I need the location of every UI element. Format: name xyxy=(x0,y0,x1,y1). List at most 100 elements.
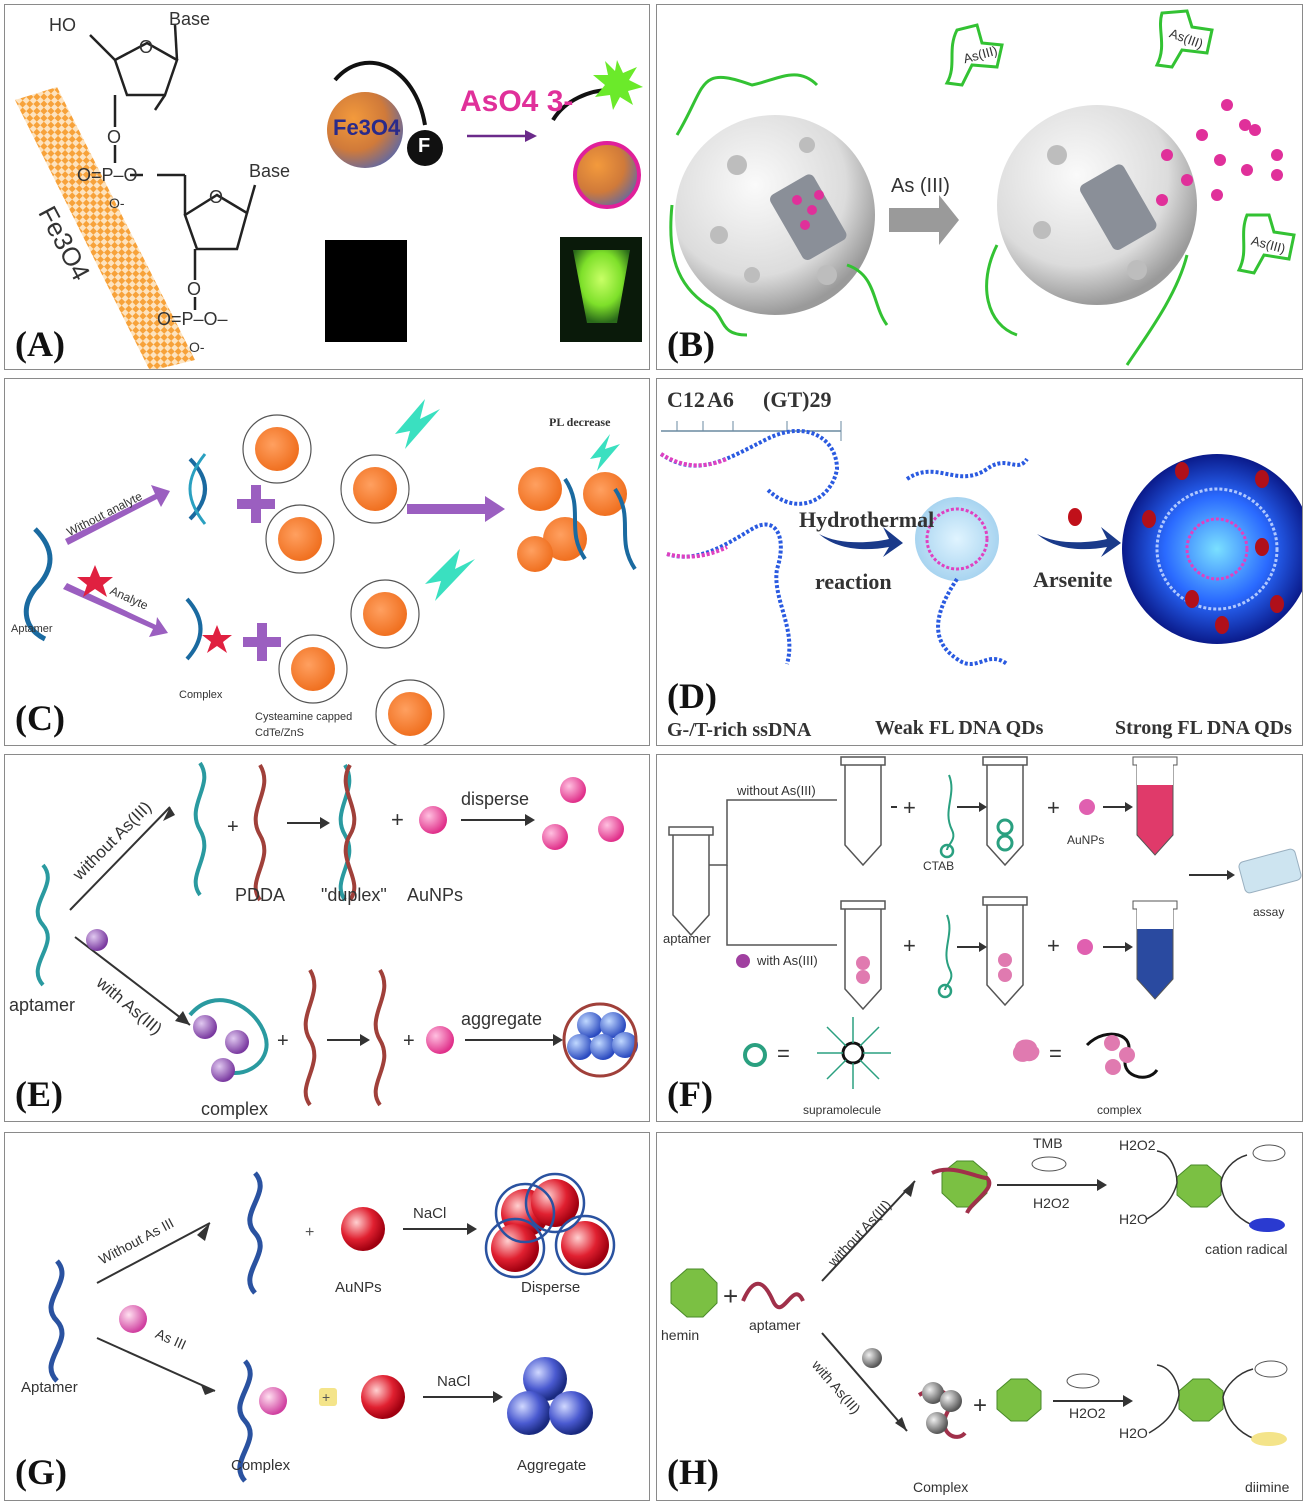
base-label-2: Base xyxy=(249,161,291,181)
cargo-cylinder-right xyxy=(1080,164,1157,250)
dispersed-aunp-1 xyxy=(560,777,586,803)
qd-6 xyxy=(388,692,432,736)
a6-label: A6 xyxy=(707,387,734,412)
panel-f: ++++ = = without As(III) with As(III) ap… xyxy=(656,754,1303,1122)
panel-label-b: (B) xyxy=(667,324,715,364)
panel-label-f: (F) xyxy=(667,1074,713,1114)
pdda-strand xyxy=(253,763,267,902)
svg-text:+: + xyxy=(227,816,239,838)
svg-text:+: + xyxy=(723,1281,738,1311)
aunps-label: AuNPs xyxy=(1067,833,1105,847)
h2o2-label-2: H2O2 xyxy=(1119,1137,1156,1153)
panel-label-c: (C) xyxy=(15,698,65,738)
lightning-small xyxy=(590,434,620,471)
panel-h: + + without As(III) with As(III) hemin a… xyxy=(656,1132,1303,1501)
bound-arsenite xyxy=(1142,462,1284,634)
well-plate xyxy=(1238,848,1302,894)
panel-f-artwork: ++++ = = xyxy=(668,756,1302,1089)
lightning-2 xyxy=(425,549,475,601)
aggregate-cluster xyxy=(562,1002,638,1078)
arsenite-ion xyxy=(1068,508,1082,526)
diimine-product xyxy=(1251,1432,1287,1446)
diimine-label: diimine xyxy=(1245,1479,1290,1495)
complex-hemin xyxy=(996,1378,1042,1422)
f-label: F xyxy=(418,135,431,157)
base-label-1: Base xyxy=(169,9,211,29)
ho-label: HO xyxy=(49,15,76,35)
assay-label: assay xyxy=(1253,905,1285,919)
h2o2-label-1: H2O2 xyxy=(1033,1195,1070,1211)
tube-top-1 xyxy=(844,762,882,867)
catalytic-hemin-top xyxy=(1176,1164,1222,1208)
arsenite-ion xyxy=(86,929,108,951)
catalytic-hemin-bottom xyxy=(1178,1378,1224,1422)
duplex-strand xyxy=(343,763,357,902)
panel-d-artwork xyxy=(659,421,1302,666)
hemin xyxy=(670,1268,718,1318)
aptamer-label: aptamer xyxy=(749,1317,801,1333)
cation-radical-label: cation radical xyxy=(1205,1241,1288,1257)
panel-label-h: (H) xyxy=(667,1452,719,1492)
svg-text:+: + xyxy=(403,1030,415,1052)
qd-5 xyxy=(291,647,335,691)
ring-oxygen-2: O xyxy=(209,187,224,207)
disperse-label: Disperse xyxy=(521,1279,581,1296)
qd-3 xyxy=(353,467,397,511)
panel-e-artwork: + + + + xyxy=(35,761,638,1107)
lightning-1 xyxy=(395,399,440,449)
cation-radical-product xyxy=(1249,1218,1285,1232)
tube-aptamer xyxy=(672,832,710,937)
panel-c: Without analyte Analyte Aptamer Complex … xyxy=(4,378,650,746)
svg-text:+: + xyxy=(277,1030,289,1052)
panel-label-g: (G) xyxy=(15,1452,67,1492)
ring-oxygen-1: O xyxy=(139,37,154,57)
ssdna-label: G-/T-rich ssDNA xyxy=(667,719,812,741)
panel-a: HO Base O O O=P–O O- Base O O O=P–O– O- … xyxy=(4,4,650,370)
vial-dark xyxy=(325,240,407,342)
svg-text:+: + xyxy=(391,807,404,832)
svg-text:+: + xyxy=(322,1389,330,1405)
qd-2 xyxy=(278,517,322,561)
legend-ring xyxy=(743,1043,767,1067)
complex-label: Complex xyxy=(179,689,223,701)
dispersed-aunps xyxy=(484,1172,616,1279)
panel-c-artwork xyxy=(23,399,637,745)
arsenite-ion xyxy=(119,1305,147,1333)
analyte-star xyxy=(77,565,113,597)
as-iii-arrow-label: As (III) xyxy=(891,175,950,197)
phosphate-1: O=P–O xyxy=(77,165,138,185)
without-as-label: without As(III) xyxy=(737,783,816,798)
magnetic-particle xyxy=(573,141,641,209)
nacl-label-1: NaCl xyxy=(413,1205,447,1222)
svg-text:+: + xyxy=(1047,933,1060,958)
aptamer-label: Aptamer xyxy=(21,1379,78,1396)
aunps-label: AuNPs xyxy=(407,885,464,905)
as-iii-ion xyxy=(862,1348,882,1368)
aggregated-aunps xyxy=(507,1357,593,1435)
strong-fl-label: Strong FL DNA QDs xyxy=(1115,717,1292,739)
h2o-label-2: H2O xyxy=(1119,1425,1148,1441)
phosphate-2: O=P–O– xyxy=(157,309,228,329)
arrow-without-analyte xyxy=(65,485,170,545)
hydrothermal-label: Hydrothermal xyxy=(799,507,935,532)
panel-label-a: (A) xyxy=(15,324,65,364)
hemin-aptamer-complex xyxy=(941,1160,988,1208)
aptamer-helix xyxy=(48,1259,65,1383)
tmb-label: TMB xyxy=(1033,1135,1063,1151)
released-dye xyxy=(1156,99,1283,206)
supramolecule-label: supramolecule xyxy=(803,1103,882,1117)
panel-a-artwork xyxy=(15,24,643,369)
panel-g-artwork: + + xyxy=(48,1171,616,1483)
arrow-hydrothermal xyxy=(819,527,903,557)
svg-text:+: + xyxy=(973,1392,987,1419)
duplex-label: "duplex" xyxy=(321,885,387,905)
reaction-arrow xyxy=(889,195,959,245)
panel-label-d: (D) xyxy=(667,676,717,716)
svg-text:+: + xyxy=(903,795,916,820)
ssdna-strand-1 xyxy=(659,428,840,506)
dispersed-aunp-3 xyxy=(598,816,624,842)
qd-1 xyxy=(255,427,299,471)
aunp-top xyxy=(1079,799,1095,815)
aunp xyxy=(341,1207,385,1251)
complex-star xyxy=(202,625,232,653)
